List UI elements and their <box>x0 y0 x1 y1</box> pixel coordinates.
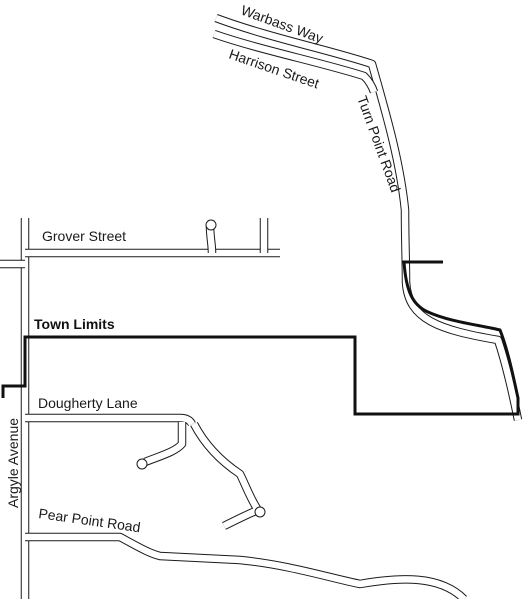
dougherty-west-branch-road-fill <box>143 422 186 466</box>
grover-street-label: Grover Street <box>42 228 126 244</box>
pear-point-road <box>25 532 468 599</box>
road-network <box>0 14 523 599</box>
dougherty-south-branch-road-fill <box>191 422 262 529</box>
warbass-way-road-fill <box>214 14 522 421</box>
map-labels: Warbass Way Harrison Street Turn Point R… <box>5 2 404 535</box>
dougherty-south-cul-de-sac <box>254 506 266 518</box>
pear-point-road-label: Pear Point Road <box>38 505 142 535</box>
dougherty-west-cul-de-sac <box>136 458 148 470</box>
town-limits-boundary <box>1 260 520 416</box>
harrison-street-road-fill <box>212 30 378 94</box>
town-limits-line <box>1 260 520 416</box>
argyle-avenue-label: Argyle Avenue <box>5 418 21 508</box>
grover-cul-de-sac-bulb <box>205 219 217 231</box>
town-limits-label: Town Limits <box>34 316 115 332</box>
dougherty-lane-label: Dougherty Lane <box>38 395 138 411</box>
pear-point-road-fill <box>25 533 467 599</box>
dougherty-lane-road-fill <box>25 414 195 426</box>
